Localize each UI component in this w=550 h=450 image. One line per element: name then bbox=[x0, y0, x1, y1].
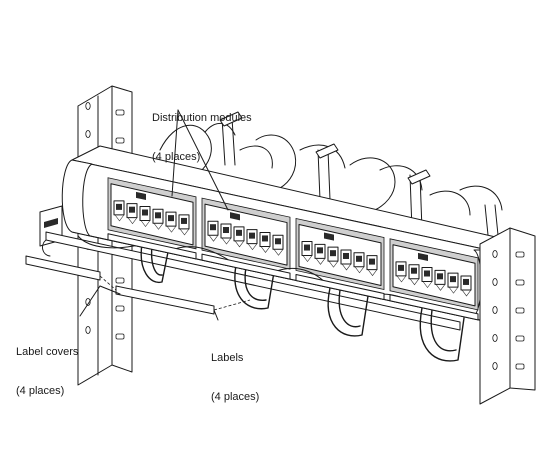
rail-hole bbox=[115, 277, 125, 284]
label-strip bbox=[107, 233, 197, 260]
port-wire bbox=[221, 237, 232, 245]
callout-distribution-modules-line2: (4 places) bbox=[152, 151, 201, 163]
rail-hole bbox=[515, 363, 525, 370]
port-wire bbox=[247, 243, 258, 251]
rail-hole bbox=[492, 334, 498, 342]
port-wire bbox=[354, 266, 365, 274]
port-contacts bbox=[437, 273, 443, 280]
module-latch bbox=[136, 191, 146, 201]
callout-labels: Labels (4 places) bbox=[211, 326, 259, 417]
label-cover-strips bbox=[25, 255, 251, 315]
port-contacts bbox=[142, 209, 148, 216]
port-wire bbox=[234, 240, 245, 248]
rail-hole bbox=[85, 298, 91, 306]
callout-labels-line2: (4 places) bbox=[211, 391, 260, 403]
label-strips bbox=[107, 233, 479, 321]
rail-hole bbox=[492, 278, 498, 286]
callout-label-covers: Label covers (4 places) bbox=[16, 320, 78, 411]
port-wire bbox=[328, 260, 339, 268]
rail-hole bbox=[115, 137, 125, 144]
module-latch bbox=[230, 212, 240, 221]
port-wire bbox=[260, 246, 271, 253]
port-wire bbox=[396, 275, 407, 283]
module-face bbox=[392, 244, 476, 307]
rail-hole bbox=[85, 130, 91, 138]
port-contacts bbox=[304, 244, 310, 251]
rail-hole bbox=[85, 326, 91, 334]
label-strip bbox=[295, 273, 385, 300]
callout-distribution-modules: Distribution modules (4 places) bbox=[152, 86, 252, 177]
port-contacts bbox=[249, 232, 255, 239]
port-wire bbox=[367, 269, 378, 277]
callout-labels-line1: Labels bbox=[211, 352, 244, 364]
rail-hole bbox=[515, 251, 525, 258]
rail-hole bbox=[85, 102, 91, 110]
port-wire bbox=[208, 235, 219, 242]
callout-label-covers-line2: (4 places) bbox=[16, 385, 65, 397]
port-wire bbox=[409, 278, 420, 286]
port-contacts bbox=[450, 276, 456, 283]
port-contacts bbox=[330, 250, 336, 257]
port-wire bbox=[448, 286, 459, 294]
port-wire bbox=[114, 214, 125, 222]
rail-hole bbox=[515, 279, 525, 286]
callout-label-covers-line1: Label covers bbox=[16, 346, 79, 358]
rail-hole bbox=[515, 335, 525, 342]
port-contacts bbox=[210, 224, 216, 231]
label-strip bbox=[201, 253, 291, 280]
rail-hole bbox=[492, 250, 498, 258]
module-face bbox=[110, 183, 194, 246]
port-contacts bbox=[356, 255, 362, 262]
port-contacts bbox=[463, 278, 469, 285]
label-strip bbox=[389, 294, 479, 321]
module-face bbox=[298, 223, 382, 286]
right-rack-rail bbox=[479, 227, 536, 405]
rail-hole bbox=[115, 333, 125, 340]
port-wire bbox=[461, 289, 472, 297]
port-contacts bbox=[369, 258, 375, 265]
rail-hole bbox=[492, 362, 498, 370]
port-contacts bbox=[129, 206, 135, 213]
port-contacts bbox=[168, 215, 174, 222]
distribution-module bbox=[107, 177, 197, 250]
port-wire bbox=[302, 255, 313, 263]
port-contacts bbox=[343, 252, 349, 259]
port-contacts bbox=[236, 229, 242, 236]
module-latch bbox=[324, 232, 334, 241]
port-contacts bbox=[155, 212, 161, 219]
port-contacts bbox=[275, 238, 281, 245]
port-contacts bbox=[223, 227, 229, 234]
port-wire bbox=[166, 225, 177, 233]
port-contacts bbox=[398, 264, 404, 271]
port-wire bbox=[153, 223, 164, 230]
module-face bbox=[204, 203, 288, 266]
distribution-module bbox=[295, 217, 385, 290]
port-wire bbox=[315, 258, 326, 265]
port-contacts bbox=[424, 270, 430, 277]
leader-lines bbox=[79, 109, 229, 321]
cable-manager-rail bbox=[42, 231, 461, 331]
rail-hole bbox=[115, 109, 125, 116]
port-contacts bbox=[181, 217, 187, 224]
port-contacts bbox=[262, 235, 268, 242]
rail-hole bbox=[492, 306, 498, 314]
rail-hole bbox=[515, 307, 525, 314]
port-wire bbox=[273, 249, 284, 256]
port-contacts bbox=[116, 203, 122, 210]
port-contacts bbox=[317, 247, 323, 254]
distribution-modules bbox=[107, 177, 479, 311]
port-wire bbox=[127, 217, 138, 225]
port-wire bbox=[179, 228, 190, 236]
port-wire bbox=[435, 284, 446, 291]
distribution-module bbox=[201, 197, 291, 270]
port-wire bbox=[341, 263, 352, 271]
distribution-module bbox=[389, 238, 479, 311]
port-wire bbox=[140, 220, 151, 227]
rail-hole bbox=[115, 305, 125, 312]
port-contacts bbox=[411, 267, 417, 274]
module-latch bbox=[418, 252, 428, 262]
port-wire bbox=[422, 281, 433, 289]
callout-distribution-modules-line1: Distribution modules bbox=[152, 112, 252, 124]
